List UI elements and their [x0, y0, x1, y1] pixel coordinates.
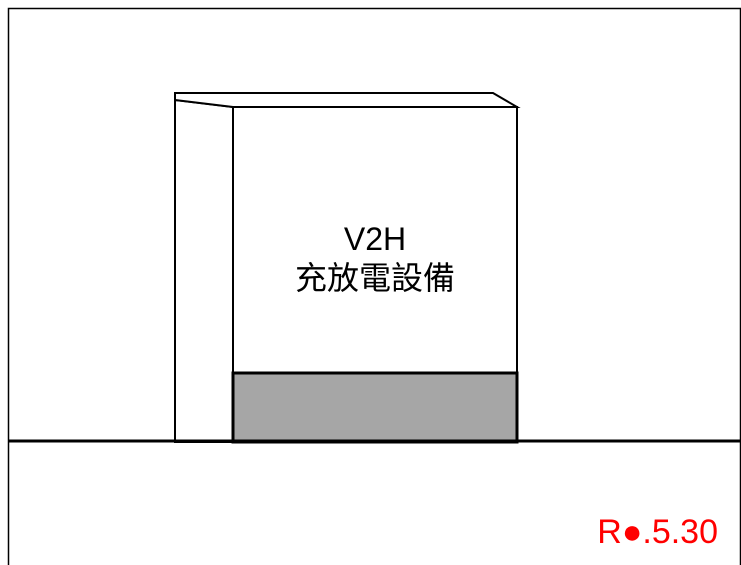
equipment-top-panel [174, 92, 521, 108]
equipment-side-panel [174, 98, 234, 443]
equipment-label-line2: 充放電設備 [295, 260, 455, 296]
date-stamp: R●.5.30 [597, 513, 718, 551]
date-stamp-prefix: R [597, 513, 622, 551]
date-stamp-suffix: .5.30 [642, 513, 718, 551]
equipment-label-line1: V2H [344, 221, 406, 257]
equipment-base [231, 371, 519, 444]
equipment-front-face [232, 106, 518, 374]
date-stamp-marker: ● [622, 513, 643, 551]
